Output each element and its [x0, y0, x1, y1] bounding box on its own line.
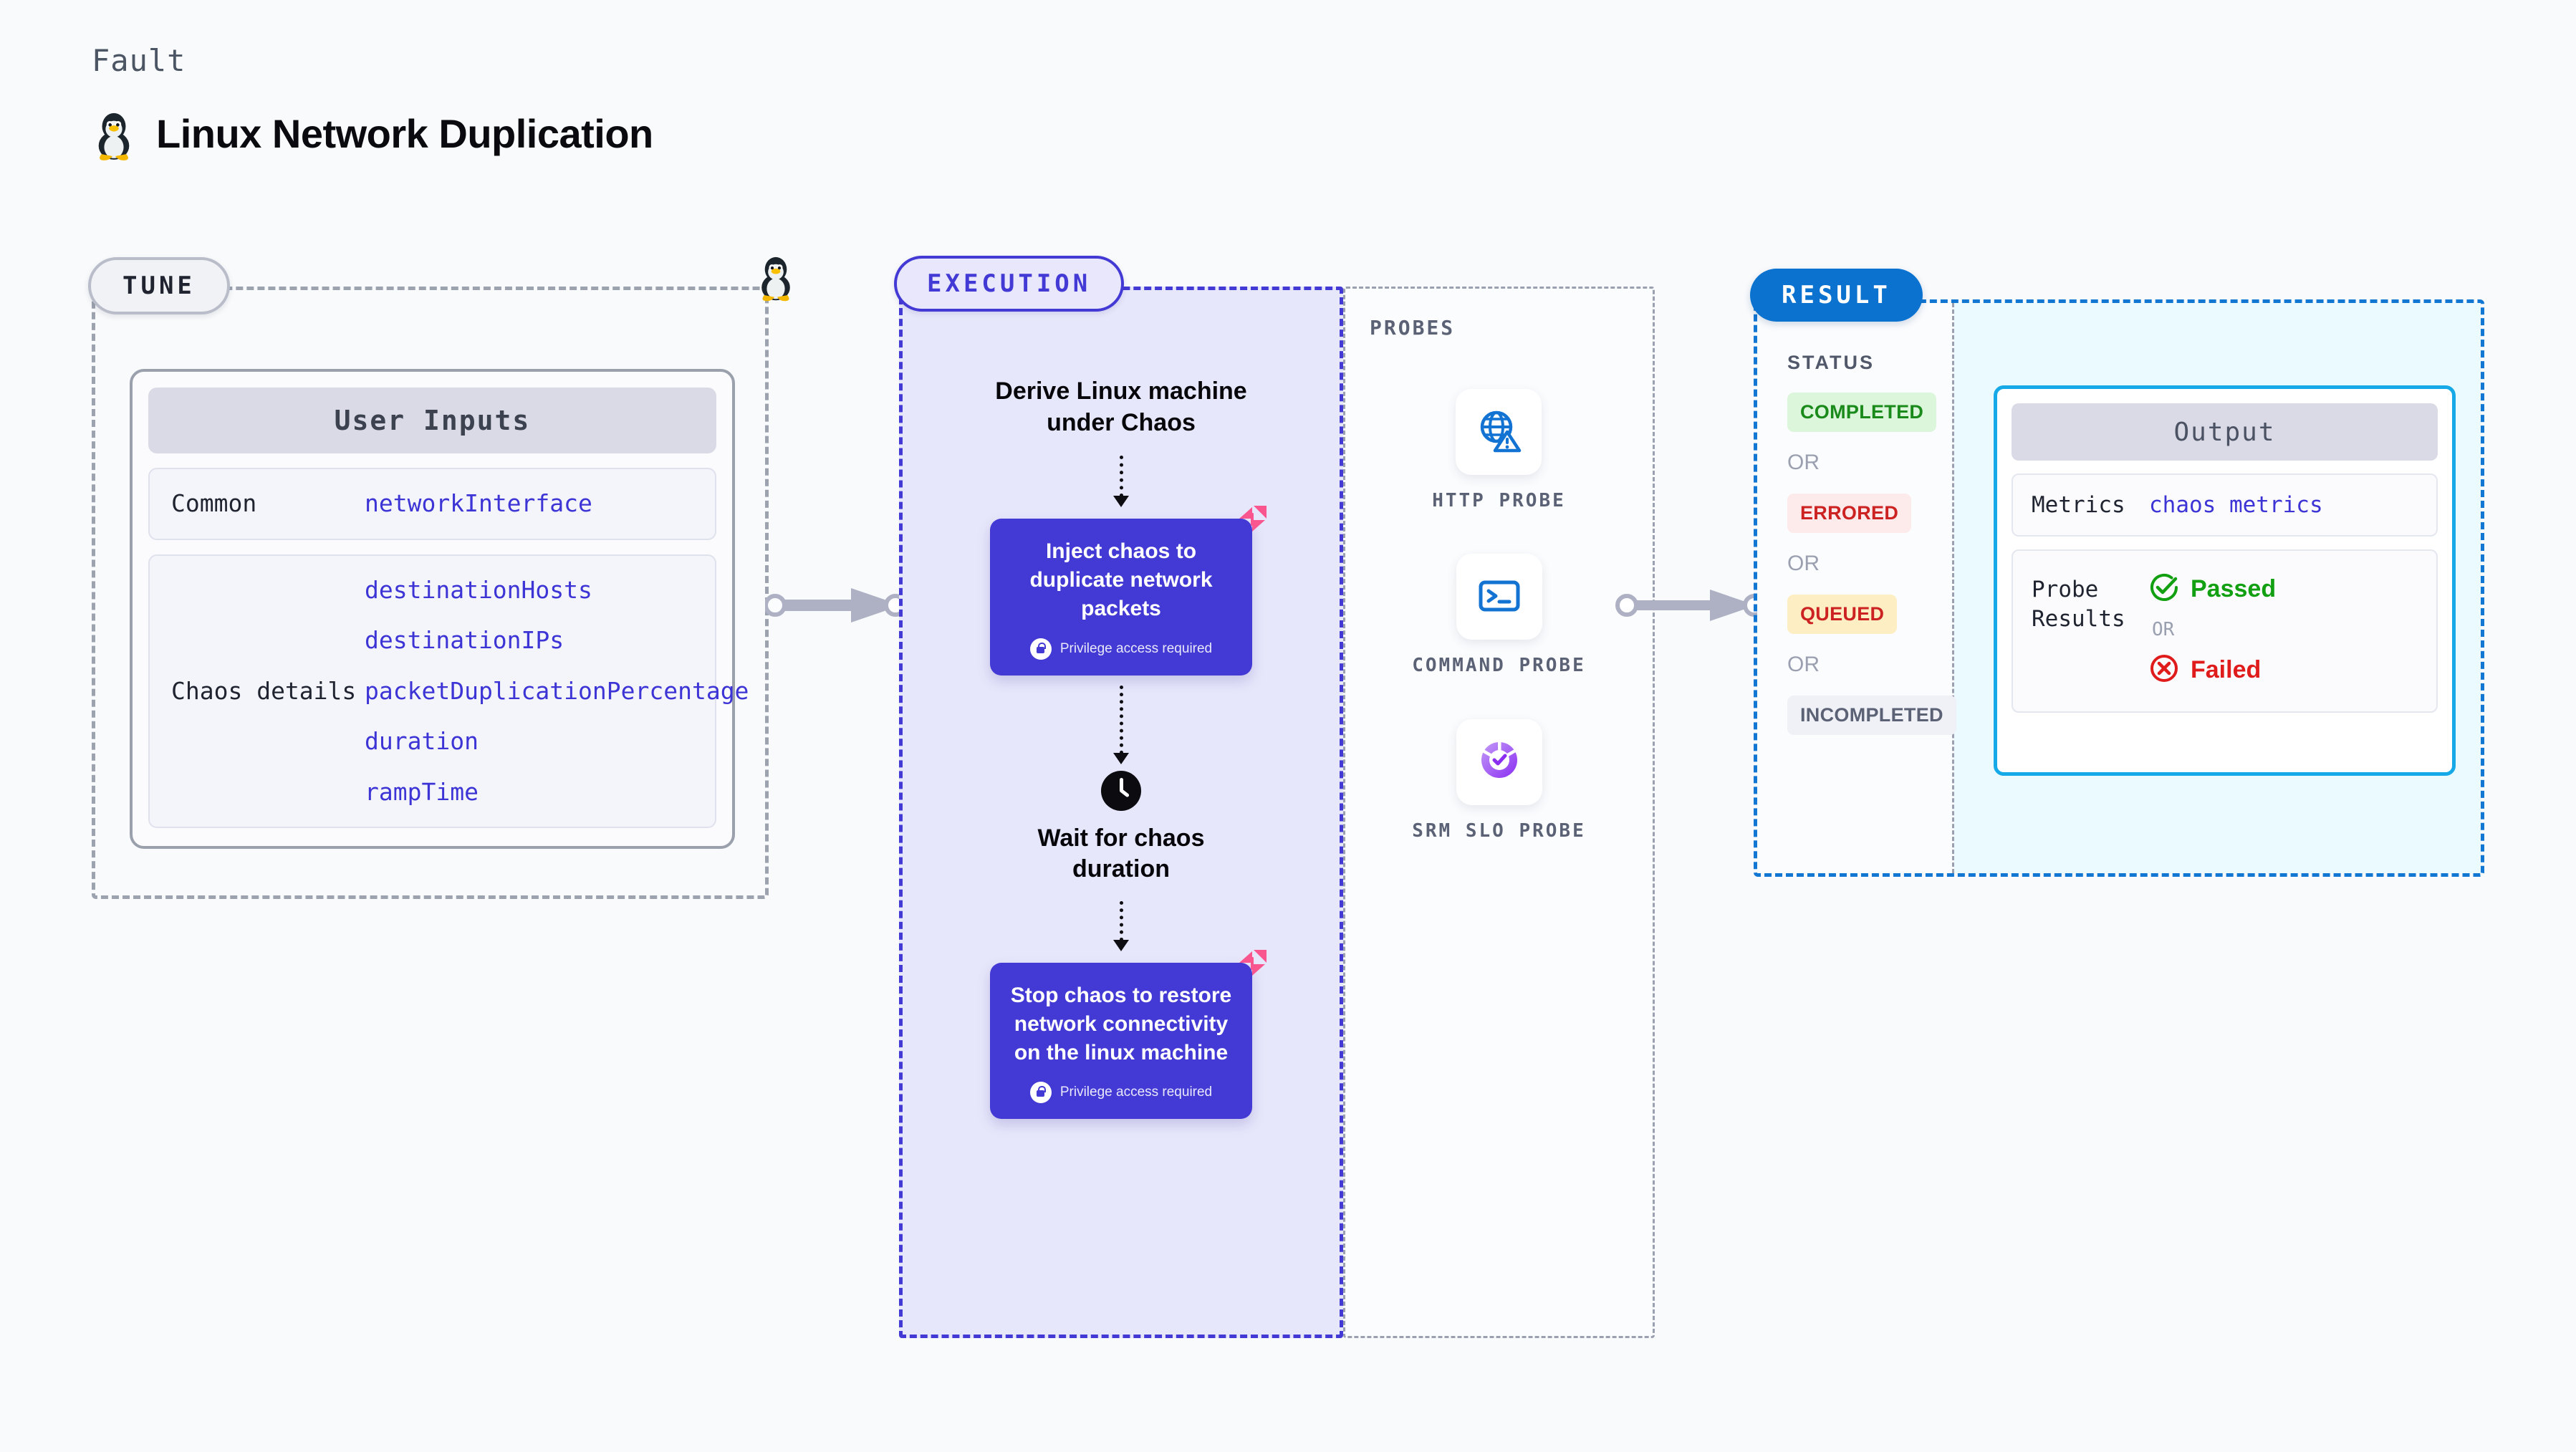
status-badge-queued: QUEUED	[1787, 595, 1898, 634]
linux-tux-icon	[92, 105, 136, 161]
privilege-badge: Privilege access required	[1029, 638, 1213, 660]
tune-panel: TUNE User Inputs Common networkInterface…	[88, 256, 790, 899]
failed-label: Failed	[2191, 656, 2262, 684]
output-card: Output Metrics chaos metrics Probe Resul…	[1994, 385, 2456, 776]
probe-tile[interactable]	[1456, 389, 1542, 475]
status-badge-errored: ERRORED	[1787, 494, 1912, 533]
status-or: OR	[1787, 653, 1820, 676]
lock-icon	[1029, 1082, 1052, 1104]
input-value[interactable]: packetDuplicationPercentage	[365, 676, 749, 705]
input-value[interactable]: destinationHosts	[365, 575, 592, 604]
privilege-text: Privilege access required	[1059, 640, 1213, 656]
output-metrics-label: Metrics	[2032, 492, 2125, 518]
output-metrics-value[interactable]: chaos metrics	[2149, 492, 2323, 519]
output-probe-results-label: Probe Results	[2032, 577, 2125, 632]
output-row-probe-results: Probe Results Passed OR	[2012, 549, 2438, 713]
probe-item-http[interactable]: HTTP PROBE	[1432, 389, 1566, 514]
execution-step-derive: Derive Linux machine under Chaos	[995, 378, 1247, 436]
user-inputs-card: User Inputs Common networkInterface Chao…	[130, 369, 749, 849]
output-row-metrics: Metrics chaos metrics	[2012, 473, 2438, 537]
passed-label: Passed	[2191, 575, 2277, 603]
user-inputs-title: User Inputs	[148, 388, 716, 453]
probe-tile[interactable]	[1456, 554, 1542, 640]
input-value[interactable]: duration	[365, 727, 479, 756]
input-group-common: Common networkInterface	[148, 468, 716, 540]
input-group-label: Chaos details	[171, 676, 357, 705]
status-badge-incompleted: INCOMPLETED	[1787, 696, 1956, 735]
check-circle-icon	[2149, 572, 2179, 606]
probes-title: PROBES	[1370, 316, 1456, 340]
execution-panel: EXECUTION Derive Linux machine under Cha…	[894, 256, 1343, 1338]
output-title: Output	[2012, 403, 2438, 461]
card-title: Stop chaos to restore network connectivi…	[1010, 983, 1232, 1064]
input-group-values: networkInterface	[365, 488, 658, 520]
probe-label: COMMAND PROBE	[1412, 655, 1586, 677]
probes-list: HTTP PROBE COMMAND PROBE	[1345, 389, 1653, 844]
input-group-chaos-details: Chaos details destinationHosts destinati…	[148, 554, 749, 829]
globe-warning-icon	[1474, 406, 1523, 458]
input-group-values: destinationHosts destinationIPs packetDu…	[365, 574, 749, 809]
fault-kicker: Fault	[92, 43, 186, 78]
result-panel: STATUS COMPLETED OR ERRORED OR QUEUED OR…	[1750, 269, 2484, 877]
input-value[interactable]: destinationIPs	[365, 626, 564, 655]
execution-to-result-arrow	[1615, 584, 1766, 630]
result-badge: RESULT	[1750, 269, 1923, 322]
x-circle-icon	[2149, 653, 2179, 687]
chaos-flag-icon	[1235, 503, 1268, 539]
linux-tux-icon	[755, 250, 797, 305]
title-row: Linux Network Duplication	[92, 105, 653, 161]
execution-card-inject[interactable]: Inject chaos to duplicate network packet…	[990, 506, 1267, 675]
execution-flow: Derive Linux machine under Chaos Inject …	[903, 376, 1340, 1120]
execution-badge: EXECUTION	[894, 256, 1125, 312]
probe-result-passed: Passed	[2149, 572, 2276, 606]
page-title: Linux Network Duplication	[156, 110, 653, 156]
privilege-badge: Privilege access required	[1029, 1082, 1213, 1104]
execution-step-wait: Wait for chaos duration	[1037, 824, 1205, 883]
flow-connector-icon	[1113, 685, 1129, 764]
card-title: Inject chaos to duplicate network packet…	[1029, 539, 1213, 621]
probe-result-or: OR	[2152, 619, 2175, 641]
probe-results-values: Passed OR Failed	[2149, 572, 2276, 687]
status-title: STATUS	[1787, 352, 1875, 373]
terminal-icon	[1475, 571, 1524, 623]
probe-label: SRM SLO PROBE	[1412, 819, 1586, 842]
input-group-label: Common	[171, 489, 257, 517]
probes-panel: PROBES HTTP PROBE	[1343, 287, 1655, 1338]
clock-icon	[1099, 769, 1143, 813]
probe-label: HTTP PROBE	[1432, 490, 1566, 511]
flow-connector-icon	[1113, 900, 1129, 951]
input-value[interactable]: networkInterface	[365, 489, 592, 517]
status-badge-completed: COMPLETED	[1787, 393, 1937, 432]
lock-icon	[1029, 638, 1052, 660]
chaos-flag-icon	[1235, 947, 1268, 984]
probe-item-srm-slo[interactable]: SRM SLO PROBE	[1412, 718, 1586, 844]
slo-donut-check-icon	[1475, 736, 1524, 788]
privilege-text: Privilege access required	[1059, 1085, 1213, 1100]
status-or: OR	[1787, 451, 1820, 474]
probe-result-failed: Failed	[2149, 653, 2276, 687]
flow-connector-icon	[1113, 456, 1129, 508]
tune-badge: TUNE	[88, 257, 230, 314]
probe-item-command[interactable]: COMMAND PROBE	[1412, 554, 1586, 678]
page-header: Fault Linux Network Duplication	[92, 43, 653, 161]
status-column: STATUS COMPLETED OR ERRORED OR QUEUED OR…	[1757, 303, 1956, 873]
probe-tile[interactable]	[1456, 718, 1542, 805]
status-or: OR	[1787, 552, 1820, 575]
execution-card-stop[interactable]: Stop chaos to restore network connectivi…	[990, 949, 1267, 1120]
input-value[interactable]: rampTime	[365, 777, 479, 806]
tune-to-execution-arrow	[764, 584, 907, 630]
